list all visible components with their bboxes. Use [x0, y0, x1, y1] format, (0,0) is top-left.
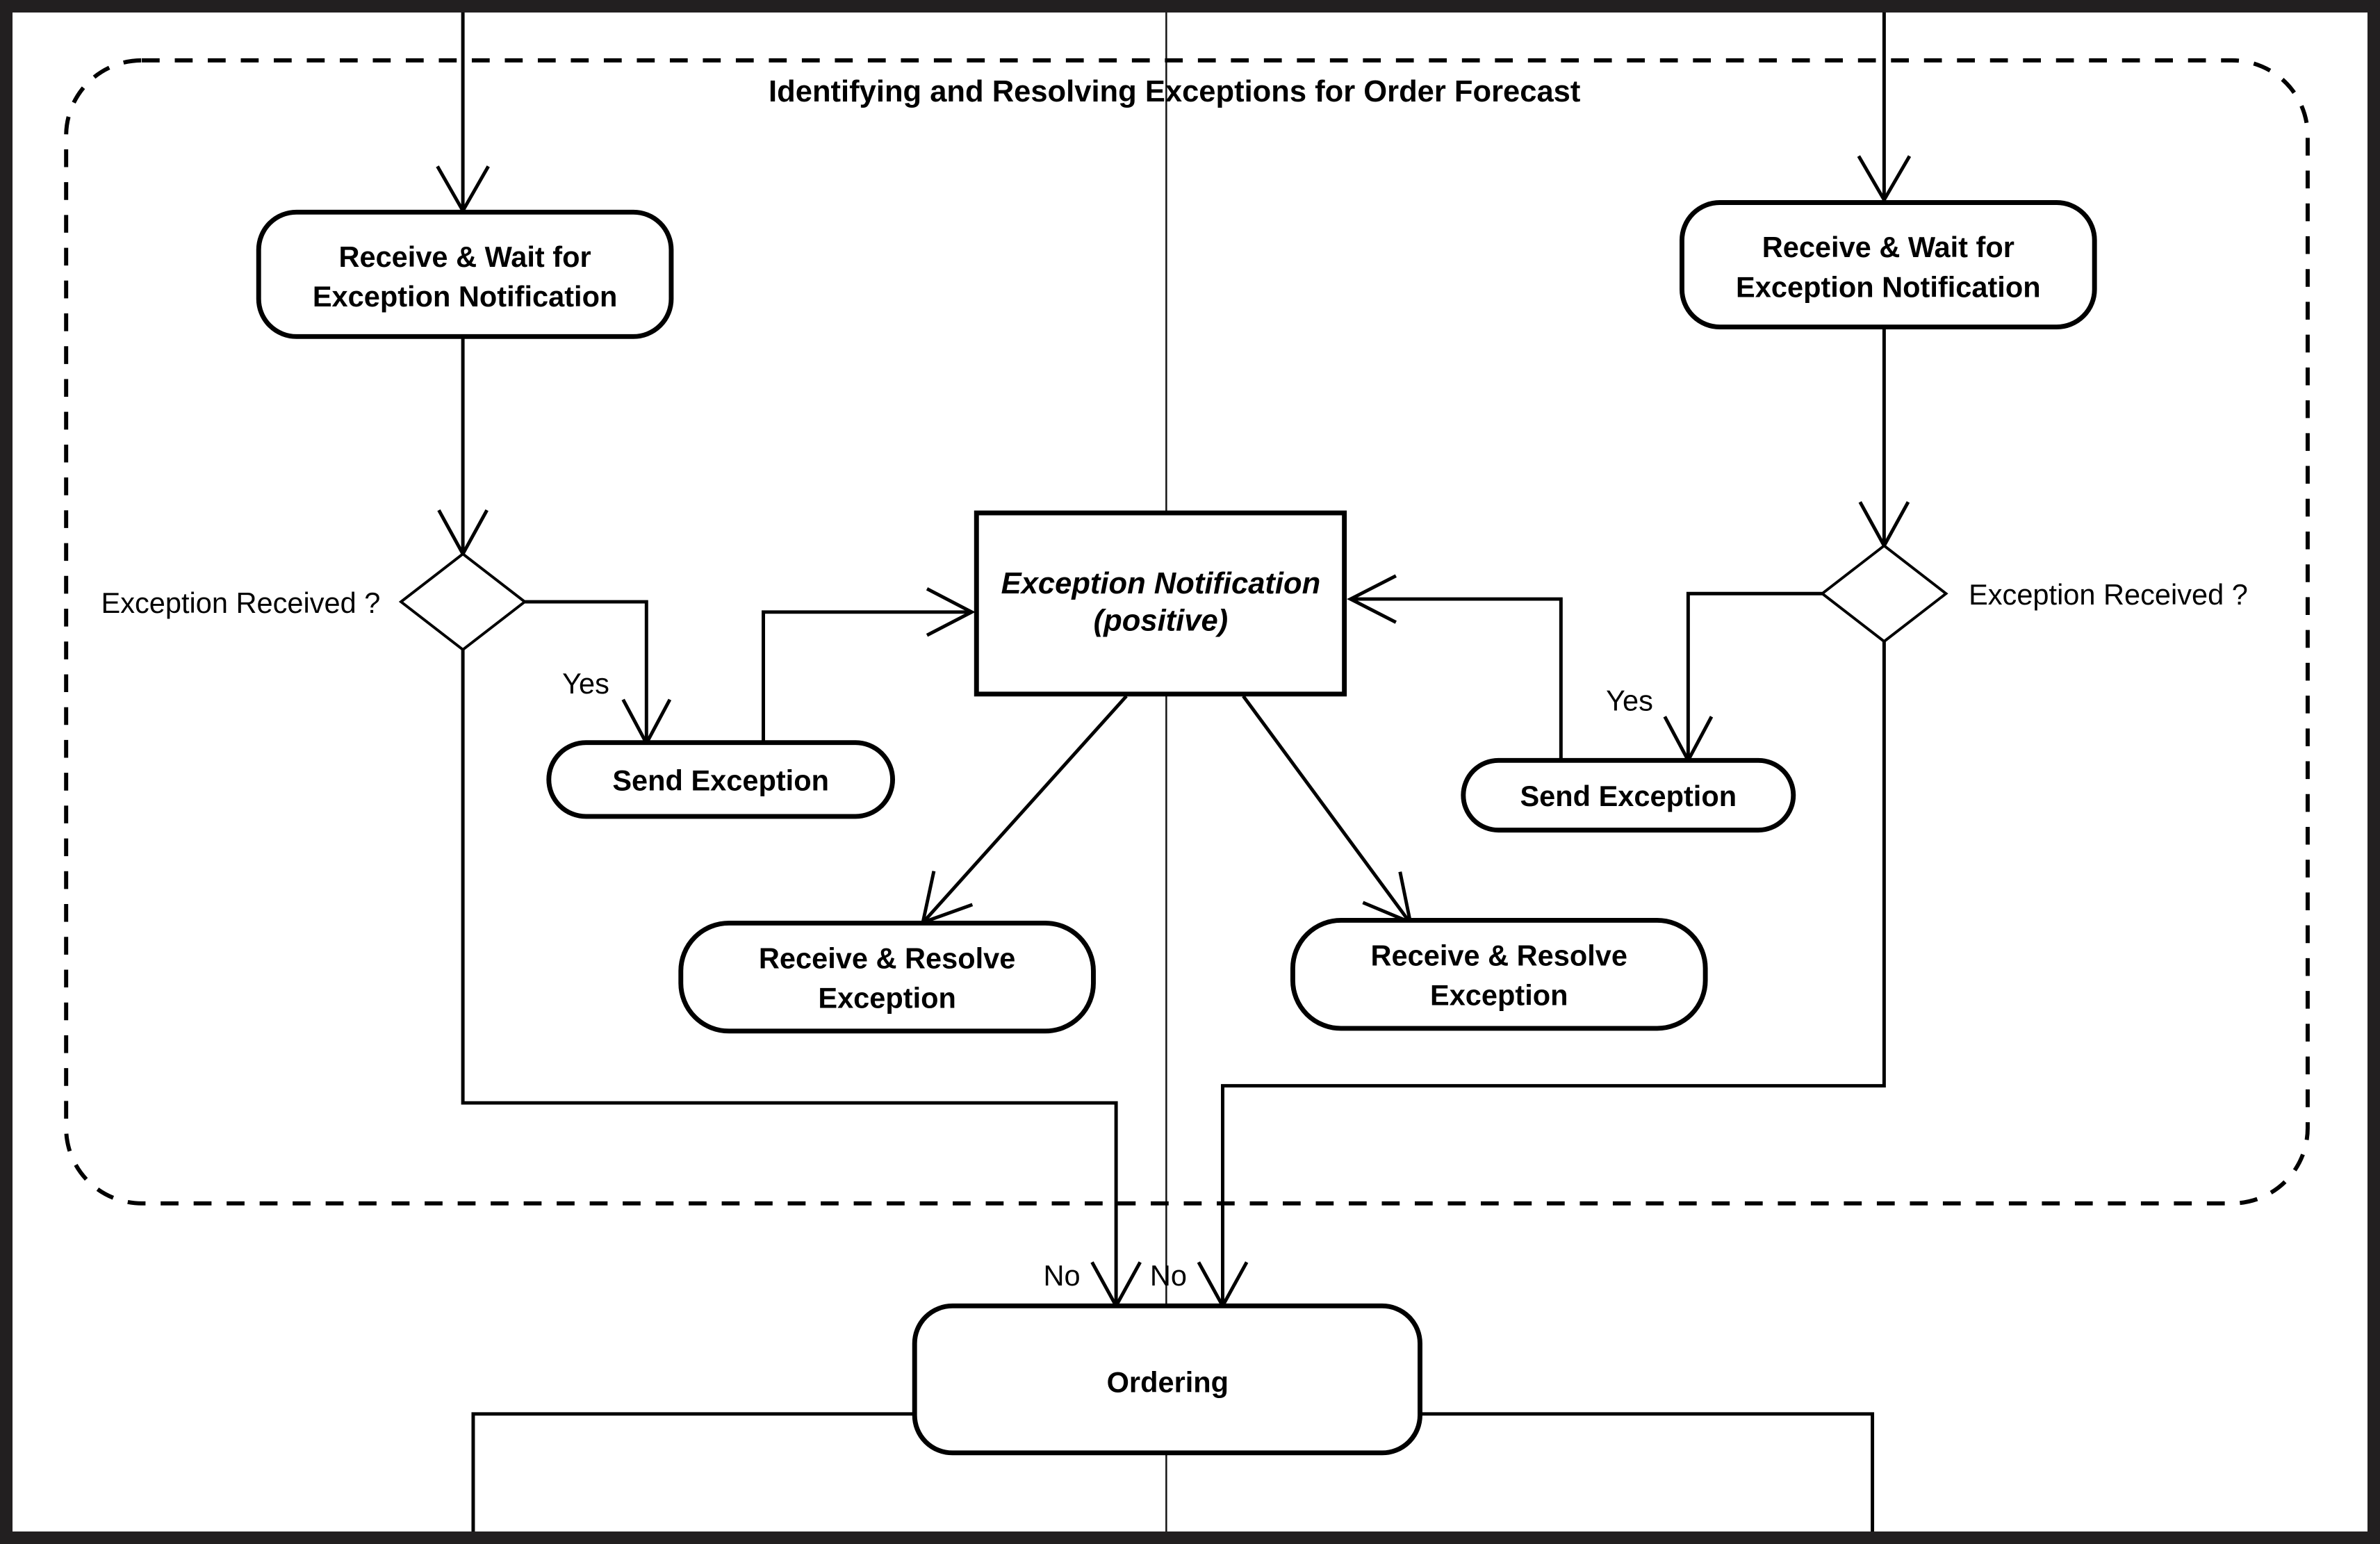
flow-yes-left — [525, 600, 648, 742]
ordering-label: Ordering — [1107, 1365, 1229, 1398]
decision-right-shape — [1820, 543, 1948, 643]
resolve-left-line1: Receive & Resolve — [759, 942, 1015, 974]
flow-no-left — [461, 649, 1118, 1305]
ordering-shape — [912, 1303, 1422, 1456]
resolve-right-shape — [1290, 918, 1708, 1031]
flow-yes-right — [1686, 591, 1823, 759]
send-exception-left-shape — [546, 740, 896, 819]
node-exception-notification[interactable]: Exception Notification (positive) — [974, 510, 1347, 697]
node-send-exception-left[interactable]: Send Exception — [546, 740, 896, 819]
node-send-exception-right[interactable]: Send Exception — [1461, 757, 1796, 833]
edge-label-no-right: No — [1150, 1259, 1187, 1292]
receive-wait-left-shape — [256, 209, 674, 339]
receive-wait-left-line1: Receive & Wait for — [338, 240, 591, 273]
receive-wait-right-line1: Receive & Wait for — [1762, 231, 2014, 263]
exception-notification-line2: (positive) — [1094, 604, 1228, 637]
resolve-left-shape — [678, 920, 1096, 1034]
resolve-right-line2: Exception — [1430, 979, 1568, 1012]
diagram-canvas: Identifying and Resolving Exceptions for… — [64, 13, 2310, 1531]
node-receive-wait-right[interactable]: Receive & Wait for Exception Notificatio… — [1680, 200, 2097, 329]
interruptible-region-boundary — [64, 58, 2310, 1206]
flow-ordering-out-left — [471, 1412, 915, 1531]
edge-label-yes-left: Yes — [562, 667, 609, 700]
node-decision-right[interactable]: Exception Received ? — [1820, 543, 2248, 643]
receive-wait-right-shape — [1680, 200, 2097, 329]
edge-label-yes-right: Yes — [1606, 684, 1653, 717]
resolve-left-line2: Exception — [818, 982, 956, 1015]
flow-send-left-to-signal — [762, 610, 971, 743]
send-exception-right-shape — [1461, 757, 1796, 833]
receive-wait-right-line2: Exception Notification — [1736, 270, 2041, 303]
region-title: Identifying and Resolving Exceptions for… — [769, 75, 1580, 108]
receive-wait-left-line2: Exception Notification — [313, 280, 618, 313]
decision-left-shape — [398, 552, 527, 652]
node-decision-left[interactable]: Exception Received ? — [101, 552, 527, 652]
flow-ordering-out-right — [1420, 1412, 1875, 1531]
node-resolve-left[interactable]: Receive & Resolve Exception — [678, 920, 1096, 1034]
exception-notification-shape — [974, 510, 1347, 697]
flow-send-left-to-signal-arrowhead — [926, 587, 976, 637]
edge-label-no-left: No — [1044, 1259, 1081, 1292]
flow-signal-to-resolve-right — [1242, 695, 1410, 921]
send-exception-left-label: Send Exception — [612, 764, 829, 797]
decision-left-guard-label: Exception Received ? — [101, 586, 381, 619]
flow-send-right-to-signal-arrowhead — [1347, 574, 1397, 624]
resolve-right-line1: Receive & Resolve — [1371, 939, 1627, 972]
send-exception-right-label: Send Exception — [1520, 780, 1737, 812]
node-ordering[interactable]: Ordering — [912, 1303, 1422, 1456]
flow-send-right-to-signal — [1352, 597, 1563, 761]
exception-notification-line1: Exception Notification — [1001, 567, 1321, 600]
node-resolve-right[interactable]: Receive & Resolve Exception — [1290, 918, 1708, 1031]
flow-signal-to-resolve-left — [924, 695, 1128, 922]
flow-no-right — [1221, 641, 1886, 1305]
decision-right-guard-label: Exception Received ? — [1969, 578, 2248, 611]
incoming-flow-right-arrowhead — [1857, 155, 1912, 204]
node-receive-wait-left[interactable]: Receive & Wait for Exception Notificatio… — [256, 209, 674, 339]
